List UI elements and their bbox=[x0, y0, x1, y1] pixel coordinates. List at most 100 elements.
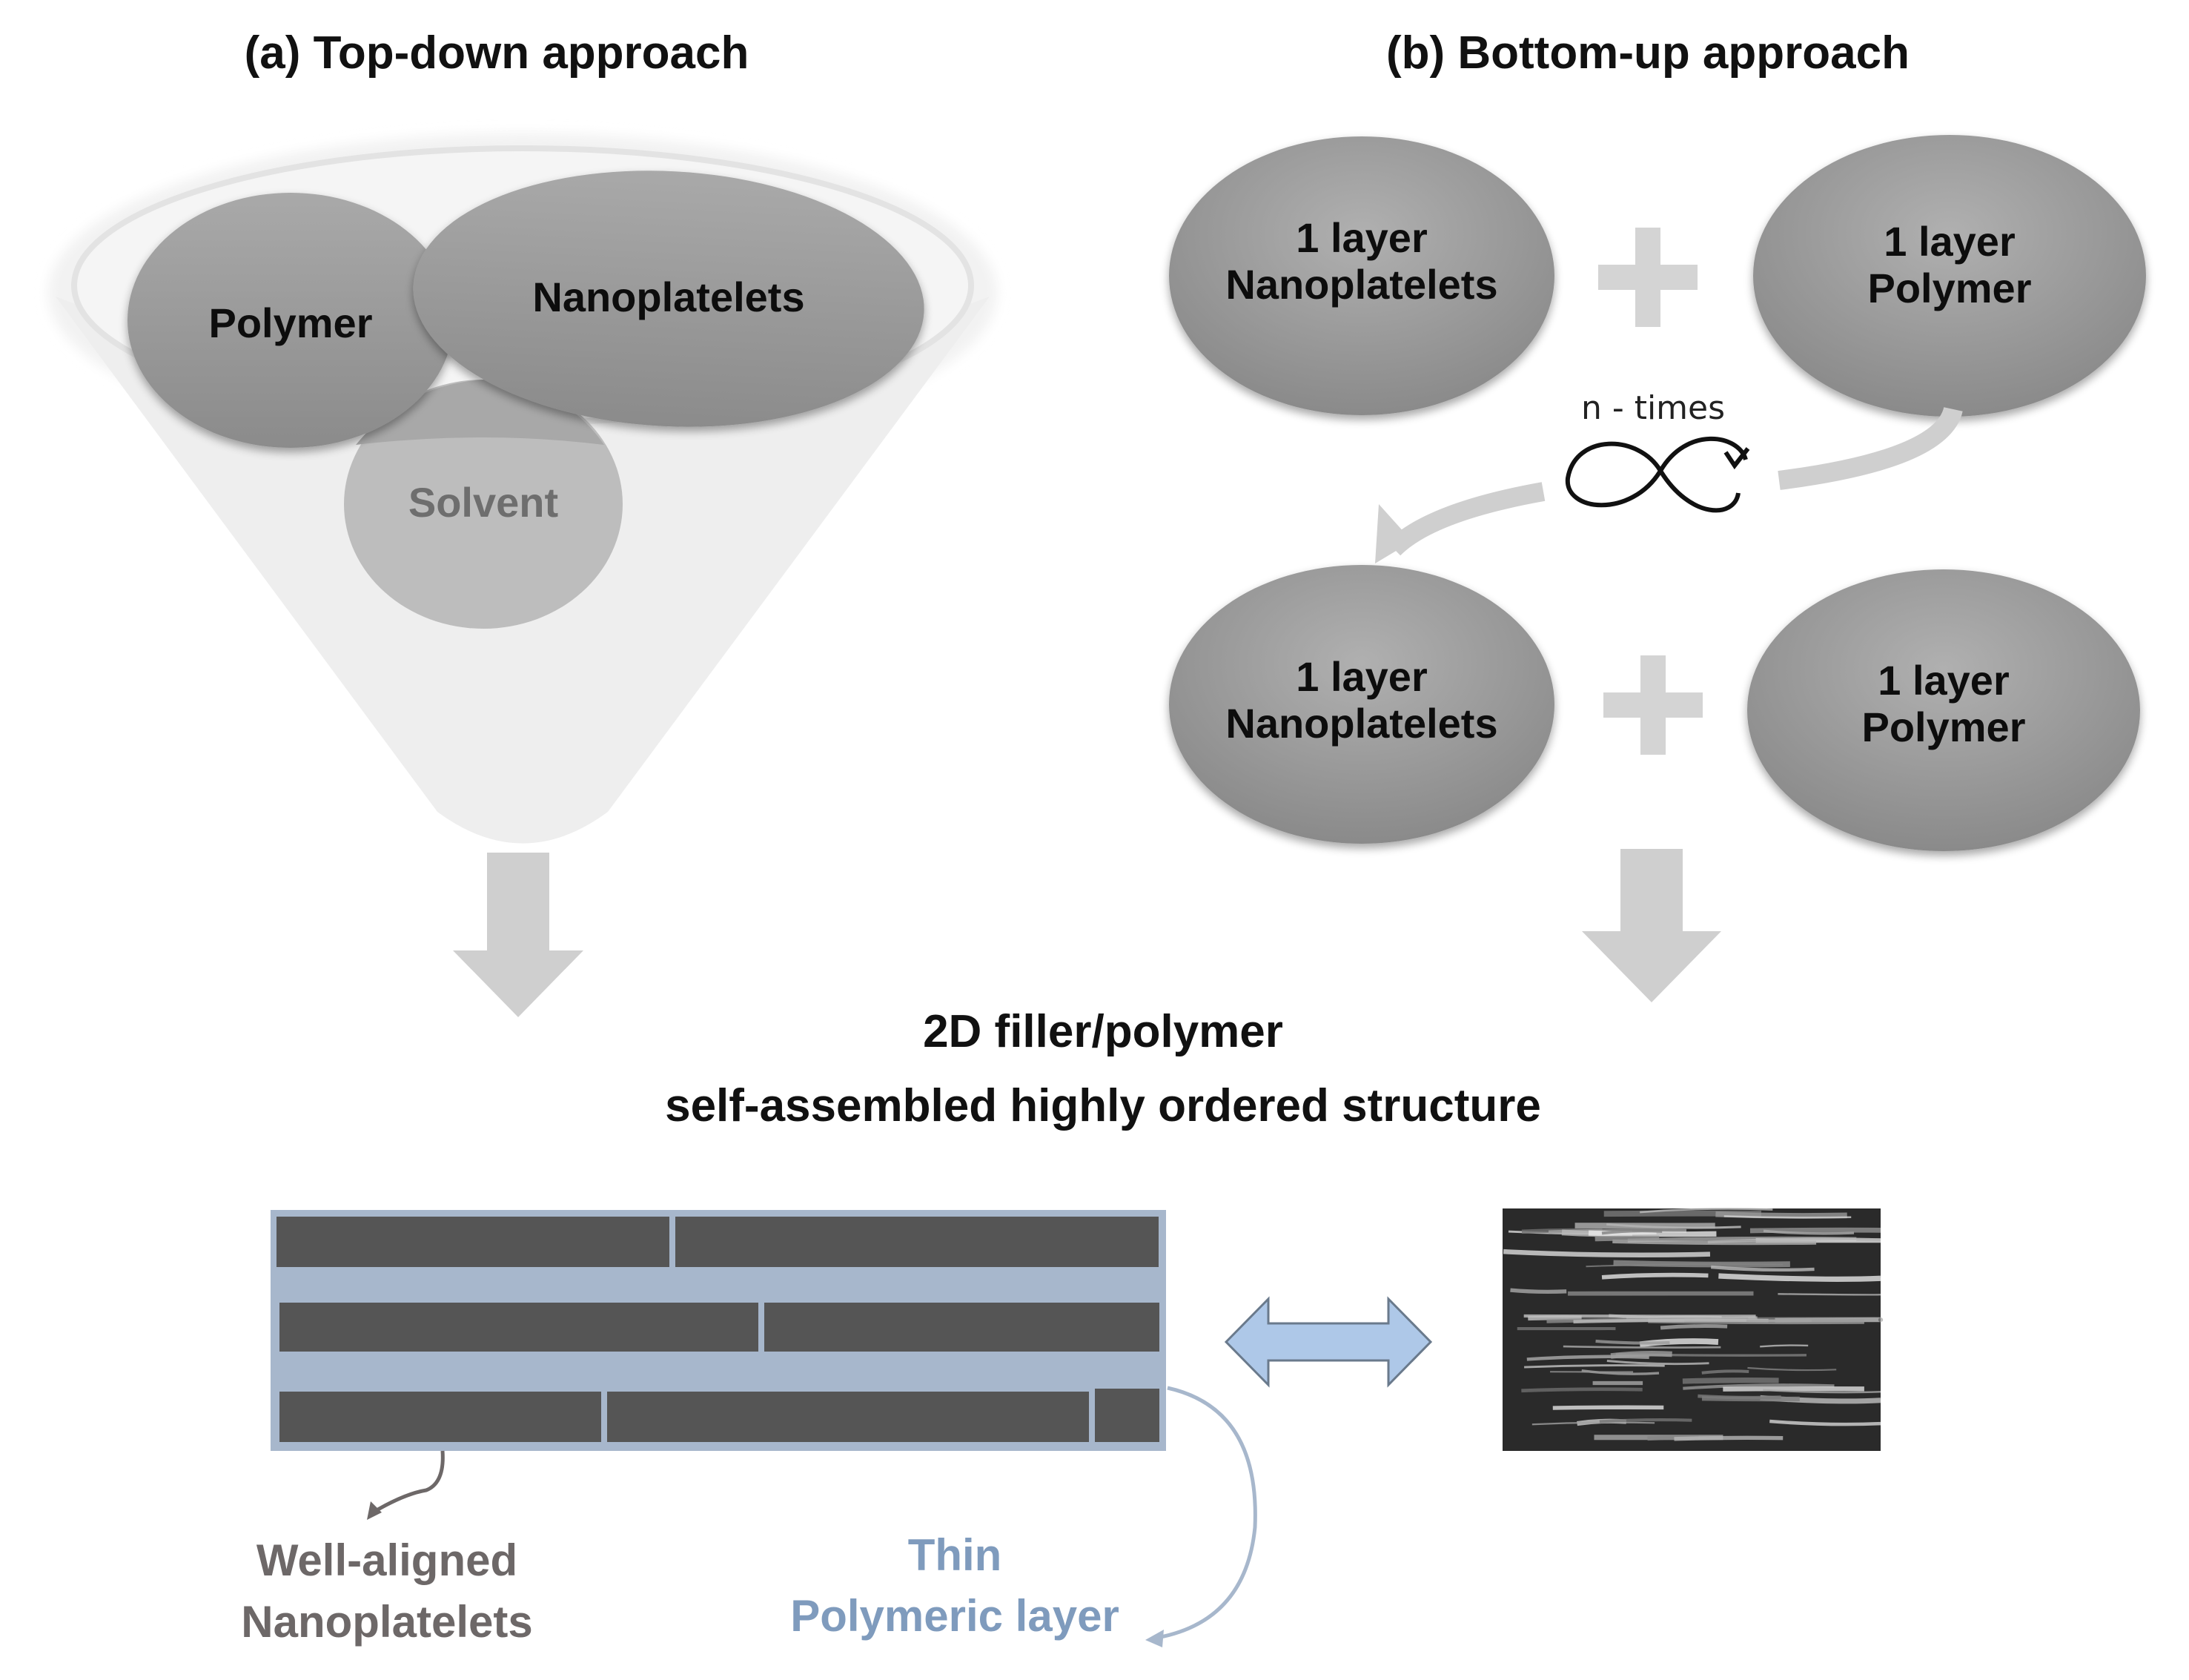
sem-streak bbox=[1523, 1314, 1756, 1318]
sem-streak bbox=[1601, 1229, 1663, 1235]
arrow-down-right bbox=[1582, 849, 1721, 1002]
sem-streak bbox=[1606, 1360, 1709, 1366]
panel-b-title: (b) Bottom-up approach bbox=[1386, 27, 1910, 79]
b-row1-polymer: 1 layer Polymer bbox=[1753, 135, 2146, 417]
sem-streak bbox=[1573, 1318, 1769, 1324]
result-title-line1: 2D filler/polymer bbox=[923, 1006, 1283, 1057]
sem-streak bbox=[1723, 1215, 1852, 1219]
polymer-ellipse-shape bbox=[128, 193, 454, 448]
polymer-caption-line2: Polymeric layer bbox=[790, 1591, 1119, 1641]
solvent-label: Solvent bbox=[408, 479, 558, 526]
sem-streak bbox=[1718, 1273, 1881, 1282]
sem-streak bbox=[1747, 1366, 1837, 1372]
sem-streak bbox=[1503, 1249, 1711, 1258]
sem-streak bbox=[1531, 1421, 1655, 1426]
plus-icon bbox=[1598, 228, 1698, 327]
platelet bbox=[1095, 1389, 1159, 1442]
sem-streak bbox=[1595, 1339, 1670, 1345]
nanoplatelets-pointer-head bbox=[367, 1501, 382, 1520]
sem-streak bbox=[1612, 1239, 1817, 1246]
infinity-arrowhead bbox=[1723, 447, 1750, 470]
layered-structure bbox=[271, 1210, 1166, 1451]
loop-arrow-left-segment bbox=[1386, 482, 1546, 556]
ellipse-shape bbox=[1169, 565, 1554, 844]
sem-streak bbox=[1528, 1315, 1582, 1321]
polymer-pointer bbox=[1152, 1386, 1257, 1641]
b-row1-nanoplatelets: 1 layer Nanoplatelets bbox=[1169, 136, 1554, 415]
arrow-down-left bbox=[453, 853, 583, 1017]
sem-streak bbox=[1763, 1389, 1881, 1394]
sem-texture bbox=[1503, 1208, 1884, 1441]
sem-streak bbox=[1682, 1378, 1779, 1384]
sem-streak bbox=[1521, 1387, 1643, 1393]
sem-streak bbox=[1524, 1364, 1665, 1369]
platelet bbox=[607, 1392, 1089, 1442]
plus-icon bbox=[1603, 655, 1703, 755]
sem-streak bbox=[1760, 1344, 1809, 1348]
sem-micrograph bbox=[1503, 1208, 1884, 1451]
sem-streak bbox=[1715, 1211, 1847, 1219]
polymer-pointer-head bbox=[1145, 1630, 1164, 1647]
ellipse-shape bbox=[1753, 135, 2146, 417]
sem-streak bbox=[1640, 1208, 1773, 1214]
platelet bbox=[276, 1217, 669, 1267]
solvent-ellipse bbox=[344, 380, 623, 629]
sem-streak bbox=[1683, 1383, 1835, 1390]
sem-streak bbox=[1601, 1272, 1709, 1280]
platelet bbox=[279, 1392, 601, 1442]
ellipse-label-line1: 1 layer bbox=[1296, 214, 1428, 261]
platelet bbox=[279, 1303, 758, 1352]
sem-streak bbox=[1660, 1324, 1728, 1330]
sem-streak bbox=[1563, 1345, 1721, 1349]
nanoplatelets-pointer bbox=[371, 1450, 445, 1515]
ellipse-label-line2: Nanoplatelets bbox=[1225, 700, 1497, 747]
loop-arrow-right-segment bbox=[1778, 406, 1963, 490]
sem-streak bbox=[1674, 1435, 1784, 1441]
ellipse-label-line1: 1 layer bbox=[1296, 653, 1428, 700]
plus-v bbox=[1640, 655, 1666, 755]
sem-streak bbox=[1763, 1229, 1855, 1235]
polymer-caption-line1: Thin bbox=[908, 1530, 1002, 1580]
sem-streak bbox=[1707, 1237, 1881, 1244]
nanoplatelets-caption-line1: Well-aligned bbox=[256, 1535, 517, 1585]
sem-streak bbox=[1769, 1419, 1881, 1426]
nanoplatelets-ellipse-a: Nanoplatelets bbox=[413, 171, 924, 427]
plus-v bbox=[1635, 228, 1660, 327]
sem-streak bbox=[1586, 1263, 1784, 1268]
nanoplatelets-caption-line2: Nanoplatelets bbox=[241, 1597, 532, 1647]
nanoplatelets-ellipse-shape bbox=[413, 171, 924, 427]
ellipse-label-line1: 1 layer bbox=[1878, 657, 2010, 704]
polymer-ellipse-a: Polymer bbox=[128, 193, 454, 448]
b-row2-nanoplatelets: 1 layer Nanoplatelets bbox=[1169, 565, 1554, 844]
sem-streak bbox=[1526, 1355, 1649, 1361]
nanoplatelets-label: Nanoplatelets bbox=[532, 274, 804, 320]
polymer-label: Polymer bbox=[209, 300, 373, 346]
platelet bbox=[764, 1303, 1159, 1352]
result-title-line2: self-assembled highly ordered structure bbox=[665, 1080, 1541, 1131]
double-arrow-icon bbox=[1224, 1296, 1433, 1388]
sem-streak bbox=[1701, 1369, 1749, 1375]
ellipse-shape bbox=[1169, 136, 1554, 415]
ellipse-label-line2: Nanoplatelets bbox=[1225, 261, 1497, 308]
ellipse-label-line2: Polymer bbox=[1862, 704, 2026, 750]
ellipse-shape bbox=[1747, 569, 2140, 851]
sem-streak bbox=[1599, 1418, 1692, 1423]
loop-arrowhead bbox=[1375, 504, 1412, 563]
platelet bbox=[675, 1217, 1159, 1267]
infinity-loop-icon bbox=[1565, 436, 1750, 513]
sem-streak bbox=[1510, 1288, 1567, 1294]
repeat-label: n - times bbox=[1581, 389, 1725, 427]
sem-streak bbox=[1552, 1405, 1664, 1410]
ellipse-label-line2: Polymer bbox=[1868, 265, 2032, 311]
infinity-path bbox=[1565, 436, 1748, 508]
sem-streak bbox=[1594, 1235, 1660, 1242]
solvent-circle: Solvent bbox=[344, 380, 623, 629]
sem-streak bbox=[1610, 1350, 1672, 1359]
infinity-path-lower bbox=[1658, 469, 1741, 513]
ellipse-label-line1: 1 layer bbox=[1884, 218, 2016, 265]
panel-a-title: (a) Top-down approach bbox=[245, 27, 749, 79]
sem-streak bbox=[1698, 1394, 1781, 1400]
b-row2-polymer: 1 layer Polymer bbox=[1747, 569, 2140, 851]
sem-streak bbox=[1710, 1265, 1815, 1272]
